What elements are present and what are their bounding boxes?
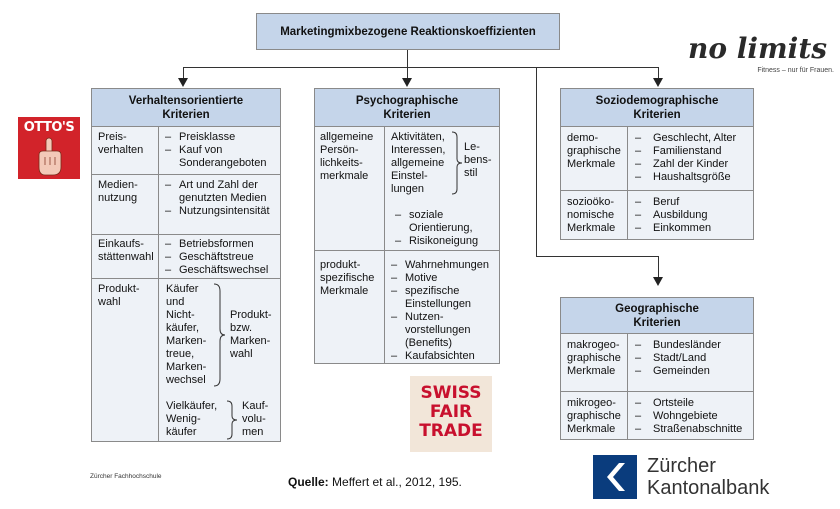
arrow-geo: [653, 277, 663, 286]
sozio-row-oeko: sozioöko- nomische Merkmale – Beruf – Au…: [561, 190, 753, 240]
row-label: demo- graphische Merkmale: [567, 132, 621, 170]
psycho-header: Psychographische Kriterien: [315, 89, 499, 127]
title-box: Marketingmixbezogene Reaktionskoeffizien…: [256, 13, 560, 50]
row-label: sozioöko- nomische Merkmale: [567, 196, 616, 234]
lebensstil-group: Aktivitäten, Interessen, allgemeine Eins…: [391, 131, 446, 195]
swiss-fair-trade-logo: SWISS FAIR TRADE: [410, 376, 492, 452]
psycho-row-allgemein: allgemeine Persön- lichkeits- merkmale A…: [315, 126, 499, 250]
row-label: Medien- nutzung: [98, 179, 138, 204]
geo-box: Geographische Kriterien makrogeo- graphi…: [560, 297, 754, 440]
verhalten-box: Verhaltensorientierte Kriterien Preis- v…: [91, 88, 281, 442]
arrow-left: [178, 78, 188, 87]
produkt-group2-label: Kauf- volu- men: [242, 400, 269, 438]
source-prefix: Quelle:: [288, 475, 329, 489]
brace-icon: [451, 131, 463, 195]
nolimits-tagline: Fitness – nur für Frauen.: [757, 67, 834, 74]
psycho-box: Psychographische Kriterien allgemeine Pe…: [314, 88, 500, 364]
row-label: Einkaufs- stättenwahl: [98, 238, 154, 263]
row-label: mikrogeo- graphische Merkmale: [567, 397, 621, 435]
footer-left: Zürcher Fachhochschule: [90, 473, 162, 480]
zkb-line-2: Kantonalbank: [647, 477, 770, 499]
connector-vertical-main: [407, 50, 408, 68]
verhalten-row-produkt: Produkt- wahl Käufer und Nicht- käufer, …: [92, 278, 280, 442]
row-label: produkt- spezifische Merkmale: [320, 259, 375, 297]
geo-row-mikro: mikrogeo- graphische Merkmale – Ortsteil…: [561, 391, 753, 440]
row-label: allgemeine Persön- lichkeits- merkmale: [320, 131, 374, 182]
source-text: Meffert et al., 2012, 195.: [328, 475, 462, 489]
sozio-box: Soziodemographische Kriterien demo- grap…: [560, 88, 754, 240]
row-label: Preis- verhalten: [98, 131, 144, 156]
row-label: makrogeo- graphische Merkmale: [567, 339, 621, 377]
psycho-row-produktspezifisch: produkt- spezifische Merkmale – Wahrnehm…: [315, 250, 499, 364]
lebensstil-label: Le- bens- stil: [464, 141, 492, 179]
zkb-logo: Zürcher Kantonalbank: [593, 453, 793, 503]
geo-header: Geographische Kriterien: [561, 298, 753, 334]
sozio-row-demo: demo- graphische Merkmale – Geschlecht, …: [561, 126, 753, 190]
ottos-logo: OTTO'S: [18, 117, 80, 179]
zkb-emblem-icon: [593, 455, 637, 499]
nolimits-logo-text: no limits: [688, 32, 828, 65]
sozio-divider: [627, 127, 628, 240]
verhalten-row-einkauf: Einkaufs- stättenwahl – Betriebsformen –…: [92, 234, 280, 278]
connector-left-drop: [183, 67, 184, 79]
brace-icon: [226, 400, 238, 440]
verhalten-header: Verhaltensorientierte Kriterien: [92, 89, 280, 127]
sft-line-1: SWISS: [420, 383, 482, 403]
nolimits-logo: no limits Fitness – nur für Frauen.: [688, 32, 834, 78]
arrow-right: [653, 78, 663, 87]
produkt-group1: Käufer und Nicht- käufer, Marken- treue,…: [166, 283, 207, 386]
verhalten-row-preis: Preis- verhalten – Preisklasse – Kauf vo…: [92, 126, 280, 174]
verhalten-row-medien: Medien- nutzung – Art und Zahl der genut…: [92, 174, 280, 234]
geo-row-makro: makrogeo- graphische Merkmale – Bundeslä…: [561, 333, 753, 391]
verhalten-divider: [158, 127, 159, 442]
row-label: Produkt- wahl: [98, 283, 140, 308]
connector-geo-branch-h: [536, 256, 658, 257]
sft-line-2: FAIR: [429, 402, 473, 422]
source-citation: Quelle: Meffert et al., 2012, 195.: [288, 475, 462, 489]
diagram-title: Marketingmixbezogene Reaktionskoeffizien…: [280, 25, 536, 38]
brace-icon: [213, 283, 226, 387]
geo-divider: [627, 334, 628, 440]
connector-geo-branch-v2: [658, 256, 659, 278]
produkt-group2: Vielkäufer, Wenig- käufer: [166, 400, 218, 438]
arrow-mid: [402, 78, 412, 87]
connector-mid-drop: [407, 67, 408, 79]
zkb-line-1: Zürcher: [647, 455, 716, 477]
connector-right-drop: [658, 67, 659, 79]
sozio-header: Soziodemographische Kriterien: [561, 89, 753, 127]
connector-geo-branch-v1: [536, 67, 537, 256]
hand-icon: [38, 137, 62, 176]
sft-line-3: TRADE: [419, 421, 483, 441]
psycho-divider: [384, 127, 385, 364]
connector-horizontal: [183, 67, 658, 68]
produkt-group1-label: Produkt- bzw. Marken- wahl: [230, 309, 272, 360]
ottos-logo-text: OTTO'S: [23, 120, 75, 135]
